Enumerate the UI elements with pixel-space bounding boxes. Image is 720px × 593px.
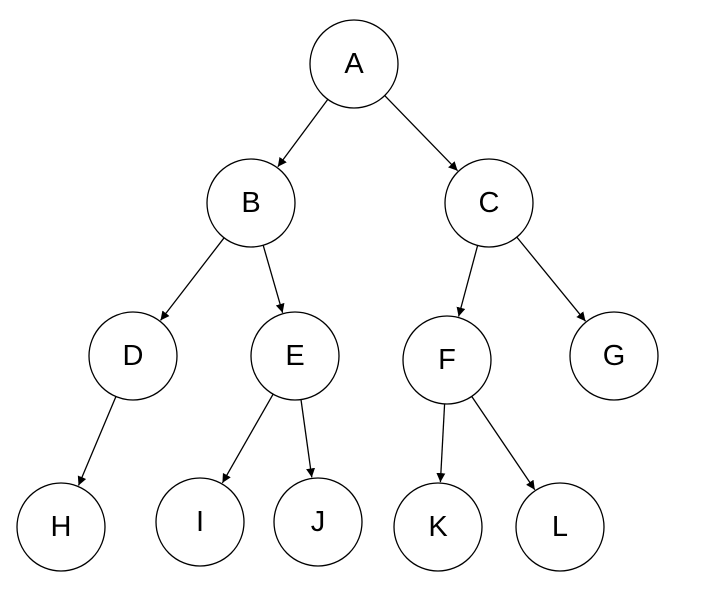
node-label: B	[241, 187, 260, 219]
edge-a-c	[384, 95, 459, 172]
node-circle	[515, 482, 605, 572]
node-k: K	[393, 482, 483, 572]
node-label: G	[603, 340, 626, 372]
edge-b-e	[262, 245, 285, 313]
node-e: E	[250, 311, 340, 401]
edge-e-i	[221, 393, 274, 484]
node-circle	[569, 311, 659, 401]
node-i: I	[155, 477, 245, 567]
node-circle	[206, 158, 296, 248]
edge-a-b	[277, 99, 329, 168]
node-label: A	[344, 48, 364, 80]
edge-c-g	[516, 236, 587, 322]
node-circle	[16, 482, 106, 572]
node-label: L	[552, 511, 568, 543]
node-c: C	[444, 158, 534, 248]
node-circle	[393, 482, 483, 572]
node-circle	[402, 315, 492, 405]
node-l: L	[515, 482, 605, 572]
edge-d-h	[77, 396, 117, 486]
node-f: F	[402, 315, 492, 405]
node-circle	[273, 477, 363, 567]
node-circle	[444, 158, 534, 248]
node-label: D	[123, 340, 144, 372]
node-label: H	[51, 511, 72, 543]
edge-f-l	[471, 396, 536, 491]
nodes-layer: A B C D E F G H I J K L	[16, 19, 659, 572]
node-a: A	[309, 19, 399, 109]
node-label: K	[428, 511, 448, 543]
node-b: B	[206, 158, 296, 248]
node-label: J	[311, 506, 326, 538]
node-circle	[155, 477, 245, 567]
node-label: C	[479, 187, 500, 219]
edge-c-f	[456, 245, 479, 317]
node-circle	[88, 311, 178, 401]
edge-e-j	[300, 399, 316, 478]
node-circle	[250, 311, 340, 401]
node-label: I	[196, 506, 204, 538]
edges-layer	[77, 95, 587, 491]
node-d: D	[88, 311, 178, 401]
node-g: G	[569, 311, 659, 401]
node-circle	[309, 19, 399, 109]
node-h: H	[16, 482, 106, 572]
node-j: J	[273, 477, 363, 567]
edge-f-k	[436, 403, 446, 483]
node-label: E	[285, 340, 304, 372]
node-label: F	[438, 344, 456, 376]
edge-b-d	[159, 237, 225, 321]
